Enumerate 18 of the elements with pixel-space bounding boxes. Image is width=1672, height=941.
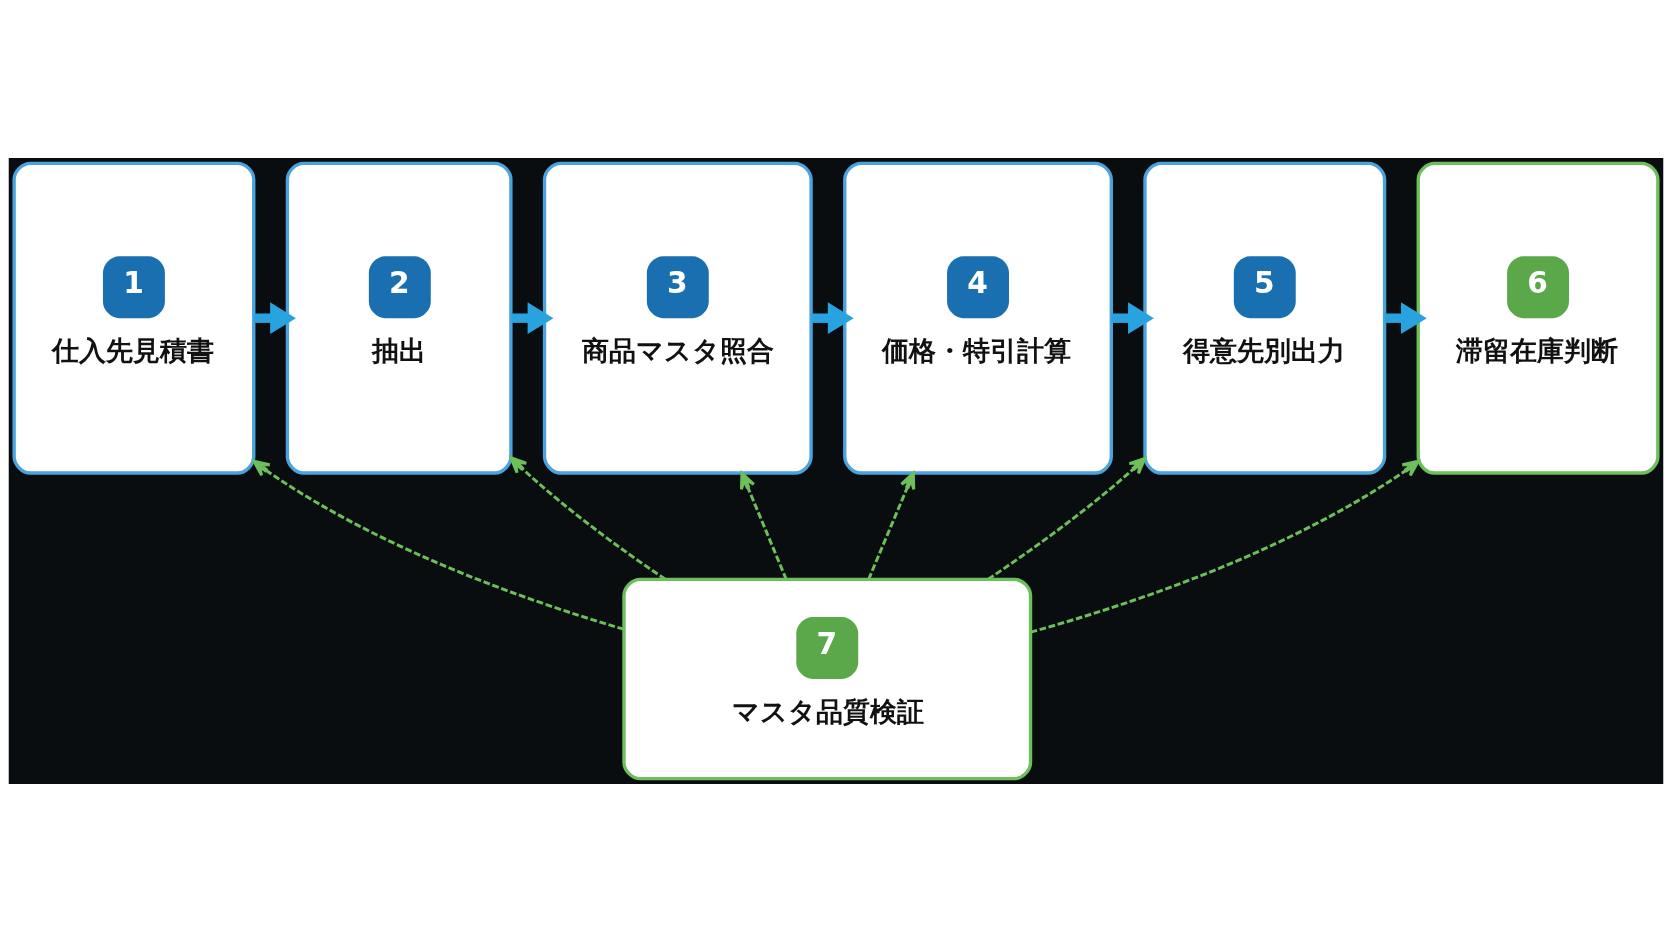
arrow [511,301,554,334]
node-box: 7 マスタ品質検証 [622,577,1033,780]
node-box: 5 得意先別出力 [1143,161,1387,475]
arrow [509,455,667,580]
node-box: 1 仕入先見積書 [12,161,256,475]
arrow [254,301,296,334]
arrow [867,471,916,580]
node-box: 3 商品マスタ照合 [542,161,813,475]
node-box: 6 滞留在庫判断 [1416,161,1660,475]
arrow [252,459,625,631]
arrow [1111,301,1154,334]
arrow [739,471,788,580]
arrow [1030,459,1420,634]
arrow [1384,301,1427,334]
node-box: 4 価格・特引計算 [843,161,1113,475]
arrow [987,456,1147,581]
node-box: 2 抽出 [285,161,513,475]
arrow [811,301,854,334]
